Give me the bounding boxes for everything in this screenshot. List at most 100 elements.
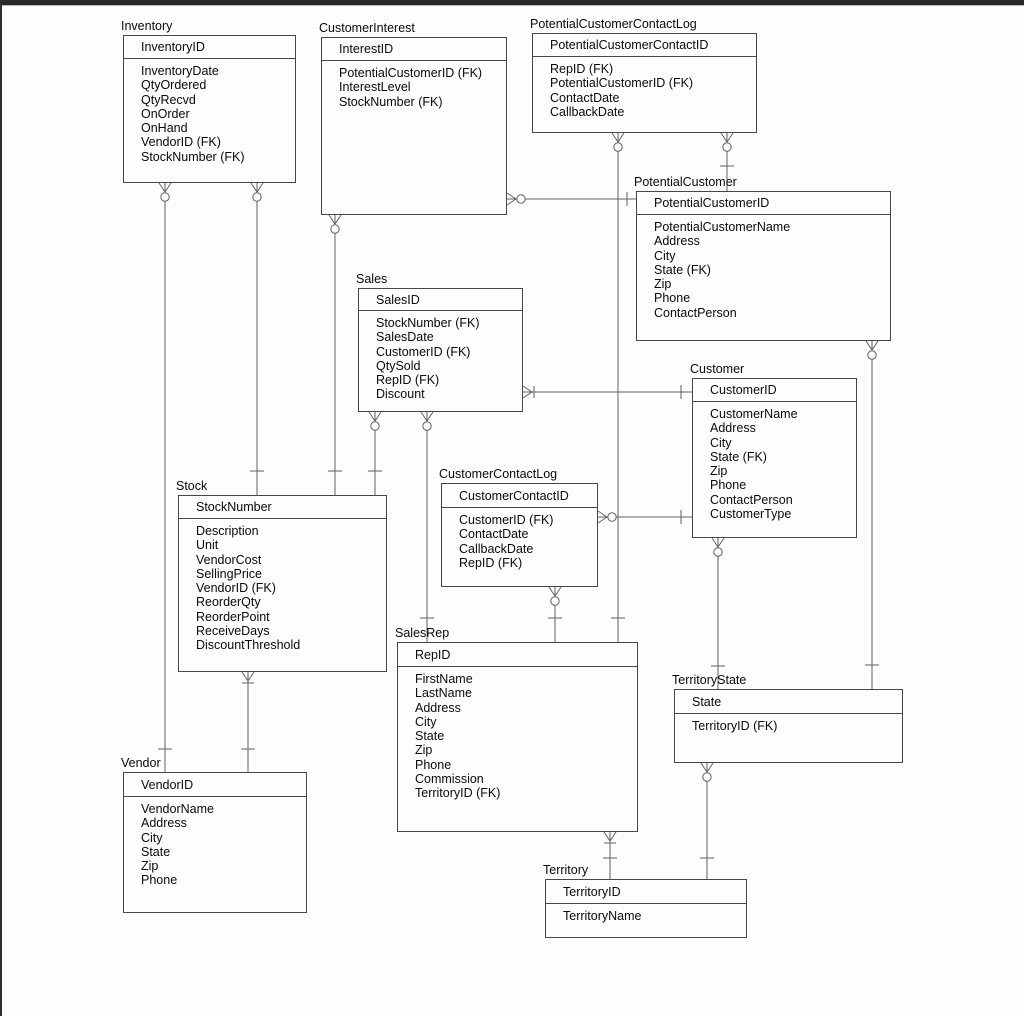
entity-title-sales-rep: SalesRep — [395, 626, 450, 640]
entity-field: ReorderQty — [196, 595, 261, 610]
entity-field: Address — [415, 700, 461, 715]
rel-salesrep-sales — [420, 411, 434, 642]
rel-territory-salesrep — [603, 831, 617, 879]
entity-field: RepID (FK) — [459, 555, 523, 570]
entity-field: Unit — [196, 538, 219, 553]
entity-title-vendor: Vendor — [121, 756, 161, 770]
entity-title-customer: Customer — [690, 362, 745, 376]
entity-pk-customer-contact-log: CustomerContactID — [442, 484, 597, 508]
entity-field: PotentialCustomerID (FK) — [339, 66, 483, 80]
entity-title-customer-interest: CustomerInterest — [319, 21, 415, 35]
entity-field: VendorCost — [196, 552, 262, 567]
entity-field: OnHand — [141, 121, 188, 136]
entity-field: State — [415, 729, 445, 744]
entity-pk-potential-customer-contact-log: PotentialCustomerContactID — [533, 34, 756, 57]
entity-field: QtyOrdered — [141, 78, 207, 93]
entity-field: ContactDate — [459, 527, 529, 542]
entity-pk-stock: StockNumber — [179, 496, 386, 519]
entity-field: Address — [141, 816, 187, 831]
entity-field: Zip — [141, 859, 159, 874]
entity-field: FirstName — [415, 672, 473, 686]
entity-title-potential-customer: PotentialCustomer — [634, 175, 737, 189]
rel-potentialcustomer-customerinterest — [506, 192, 636, 206]
entity-field: Phone — [141, 873, 178, 888]
rel-territorystate-potentialcustomer — [865, 340, 879, 689]
entity-pk-sales: SalesID — [359, 289, 522, 311]
entity-field: Phone — [654, 291, 691, 306]
entity-field: CustomerID (FK) — [459, 513, 554, 527]
entity-field: SalesDate — [376, 330, 434, 345]
entity-fields-territory: TerritoryName — [546, 904, 746, 923]
entity-field: ContactPerson — [654, 305, 737, 320]
entity-field: CustomerName — [710, 407, 798, 421]
entity-field: ContactDate — [550, 90, 620, 105]
rel-salesrep-customercontactlog — [548, 586, 562, 642]
entity-field: City — [415, 714, 437, 729]
entity-field: Zip — [415, 743, 433, 758]
entity-box-territory: TerritoryID TerritoryName — [545, 879, 747, 938]
entity-field: Commission — [415, 772, 484, 787]
entity-field: Zip — [654, 277, 672, 292]
rel-customer-sales — [522, 385, 692, 399]
entity-field: RepID (FK) — [550, 62, 614, 76]
entity-field: TerritoryID (FK) — [415, 786, 501, 801]
rel-stock-inventory — [250, 182, 264, 495]
entity-field: LastName — [415, 686, 472, 701]
entity-field: Address — [654, 234, 700, 249]
entity-field: State (FK) — [654, 262, 711, 277]
entity-pk-customer: CustomerID — [693, 379, 856, 402]
entity-title-territory-state: TerritoryState — [672, 673, 747, 687]
entity-field: TerritoryName — [563, 909, 642, 923]
rel-vendor-inventory — [158, 182, 172, 772]
entity-field: StockNumber (FK) — [141, 149, 245, 164]
entity-field: VendorID (FK) — [196, 581, 276, 596]
entity-field: InterestLevel — [339, 80, 411, 95]
entity-field: CallbackDate — [459, 541, 534, 556]
entity-field: StockNumber (FK) — [339, 94, 443, 109]
entity-field: VendorID (FK) — [141, 135, 221, 150]
rel-customer-customercontactlog — [597, 510, 692, 524]
entity-field: PotentialCustomerName — [654, 220, 791, 234]
entity-field: DiscountThreshold — [196, 638, 301, 653]
entity-pk-potential-customer: PotentialCustomerID — [637, 192, 890, 215]
entity-fields-territory-state: TerritoryID (FK) — [675, 714, 902, 733]
entity-field: StockNumber (FK) — [376, 316, 480, 330]
entity-pk-territory: TerritoryID — [546, 880, 746, 904]
entity-title-inventory: Inventory — [121, 19, 173, 33]
entity-title-territory: Territory — [543, 863, 589, 877]
entity-field: CustomerType — [710, 507, 792, 522]
entity-field: State (FK) — [710, 449, 767, 464]
entity-field: QtySold — [376, 358, 421, 373]
entity-field: ReceiveDays — [196, 624, 270, 639]
rel-stock-sales — [368, 411, 382, 495]
rel-territory-territorystate — [700, 762, 714, 879]
entity-field: CustomerID (FK) — [376, 344, 471, 359]
entity-field: VendorName — [141, 802, 214, 816]
rel-stock-customerinterest — [328, 214, 342, 495]
entity-pk-inventory: InventoryID — [124, 36, 295, 59]
